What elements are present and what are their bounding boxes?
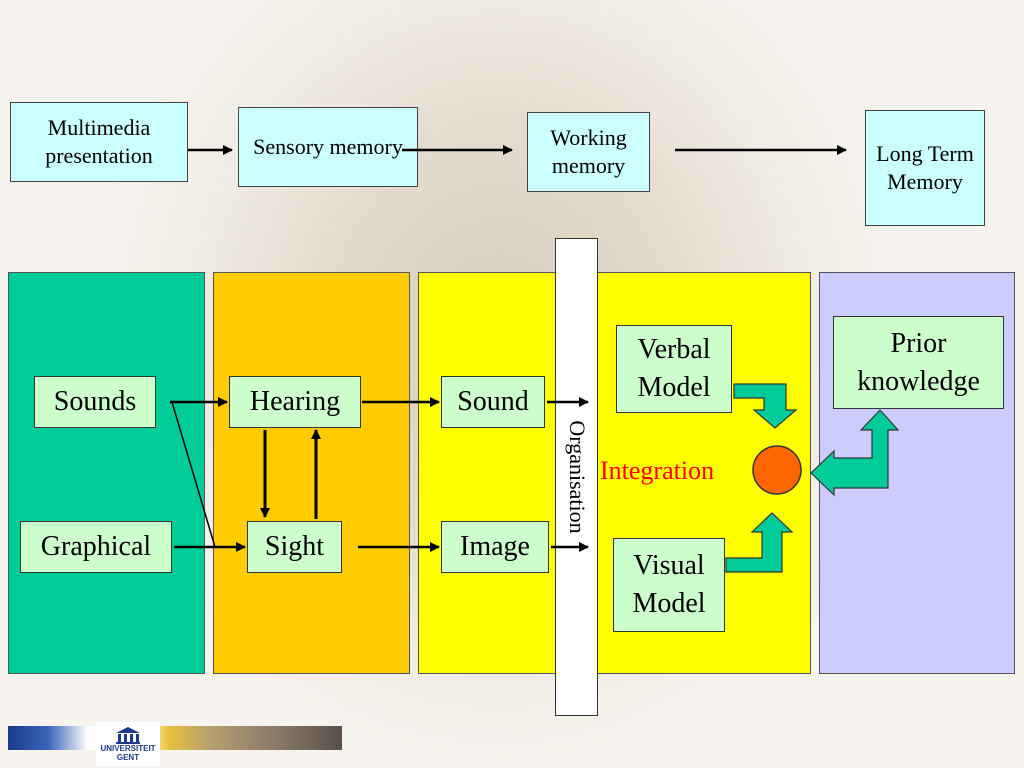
logo-line2: GENT <box>116 753 140 762</box>
integration-circle <box>752 445 802 495</box>
image-box: Image <box>441 521 549 573</box>
sight-box: Sight <box>247 521 342 573</box>
footer-banner <box>8 726 342 750</box>
stage-working-memory: Working memory <box>527 112 650 192</box>
sounds-box: Sounds <box>34 376 156 428</box>
organisation-bar: Organisation <box>555 238 598 716</box>
block-arrow-visual-to-integration <box>725 512 794 573</box>
logo-line1: UNIVERSITEIT <box>100 744 156 753</box>
stage-sensory-memory: Sensory memory <box>238 107 418 187</box>
block-arrow-verbal-to-integration <box>733 383 798 429</box>
sound-box: Sound <box>441 376 545 428</box>
university-logo: UNIVERSITEIT GENT <box>96 722 160 766</box>
graphical-box: Graphical <box>20 521 172 573</box>
cross-line-sounds-to-sight <box>171 401 216 548</box>
prior-knowledge-box: Prior knowledge <box>833 316 1004 409</box>
panel-multimedia <box>8 272 205 674</box>
panel-sensory <box>213 272 410 674</box>
visual-model-box: Visual Model <box>613 538 725 632</box>
stage-long-term-memory: Long Term Memory <box>865 110 985 226</box>
university-building-icon <box>116 727 140 744</box>
hearing-box: Hearing <box>229 376 361 428</box>
stage-multimedia-presentation: Multimedia presentation <box>10 102 188 182</box>
integration-label: Integration <box>600 456 715 485</box>
block-arrow-prior-to-integration <box>810 409 900 497</box>
verbal-model-box: Verbal Model <box>616 325 732 413</box>
